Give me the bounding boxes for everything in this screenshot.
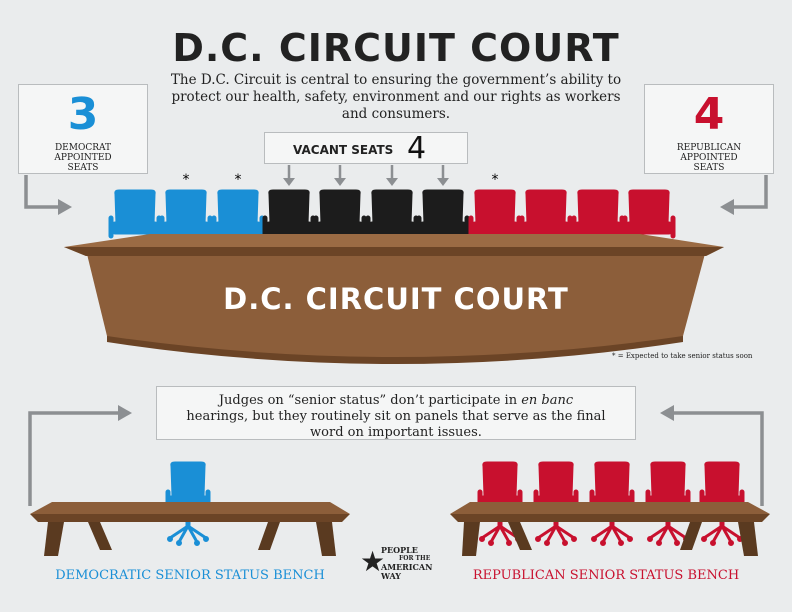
senior-asterisk: *: [492, 172, 499, 188]
vacant-seats-box: VACANT SEATS 4: [264, 131, 468, 166]
rep-seat: [571, 189, 625, 239]
dem-seat: [108, 189, 162, 239]
rep-seats: [468, 189, 676, 239]
vacant-seat: [416, 189, 470, 239]
vacant-seats: [262, 189, 470, 239]
pfaw-star-icon: ★: [360, 545, 386, 578]
dem-bench-arrow: [28, 405, 132, 506]
logo-line3: AMERICAN: [381, 562, 433, 572]
logo-line4: WAY: [381, 570, 401, 581]
logo-line2: FOR THE: [399, 554, 431, 562]
republican-count: 4: [693, 89, 725, 140]
dem-seats: [108, 189, 265, 239]
rep-seat: [622, 189, 676, 239]
vacant-seat: [365, 189, 419, 239]
pfaw-logo: PEOPLE FOR THE AMERICAN WAY: [381, 546, 451, 580]
republican-label-1: REPUBLICAN: [676, 143, 742, 153]
logo-line1: PEOPLE: [381, 545, 418, 555]
senior-status-info-box: Judges on “senior status” don’t particip…: [156, 386, 636, 440]
page-title: D.C. CIRCUIT COURT: [172, 26, 620, 70]
republican-label-2: APPOINTED: [680, 153, 738, 163]
rep-seat: [468, 189, 522, 239]
dem-senior-bench-label: DEMOCRATIC SENIOR STATUS BENCH: [55, 568, 325, 583]
info-line2: hearings, but they routinely sit on pane…: [186, 409, 606, 424]
democrat-count: 3: [67, 89, 99, 140]
democrat-count-box: 3 DEMOCRAT APPOINTED SEATS: [18, 84, 148, 174]
rep-bench-arrow: [660, 405, 764, 506]
bench-label: D.C. CIRCUIT COURT: [223, 282, 569, 316]
dem-arrow: [24, 175, 72, 215]
info-en-banc: en banc: [521, 393, 574, 408]
vacant-arrows: [283, 165, 449, 186]
senior-asterisk: *: [183, 172, 190, 188]
vacant-seats-count: 4: [407, 131, 427, 166]
vacant-seats-label: VACANT SEATS: [293, 143, 394, 157]
senior-status-note: * = Expected to take senior status soon: [612, 352, 753, 360]
dem-seat: [211, 189, 265, 239]
democrat-label-2: APPOINTED: [54, 153, 112, 163]
court-bench: [64, 234, 724, 364]
senior-asterisk: *: [235, 172, 242, 188]
page-subtitle: The D.C. Circuit is central to ensuring …: [170, 72, 622, 122]
dem-senior-table: [30, 502, 350, 556]
vacant-seat: [313, 189, 367, 239]
vacant-seat: [262, 189, 316, 239]
rep-seat: [519, 189, 573, 239]
rep-senior-bench-label: REPUBLICAN SENIOR STATUS BENCH: [472, 568, 740, 583]
rep-senior-table: [450, 502, 770, 556]
republican-label-3: SEATS: [693, 163, 725, 173]
rep-arrow: [720, 175, 768, 215]
republican-count-box: 4 REPUBLICAN APPOINTED SEATS: [644, 84, 774, 174]
dem-seat: [159, 189, 213, 239]
democrat-label-1: DEMOCRAT: [54, 143, 112, 153]
info-line1: Judges on “senior status” don’t particip…: [218, 393, 522, 408]
info-line3: word on important issues.: [310, 425, 482, 440]
democrat-label-3: SEATS: [67, 163, 99, 173]
